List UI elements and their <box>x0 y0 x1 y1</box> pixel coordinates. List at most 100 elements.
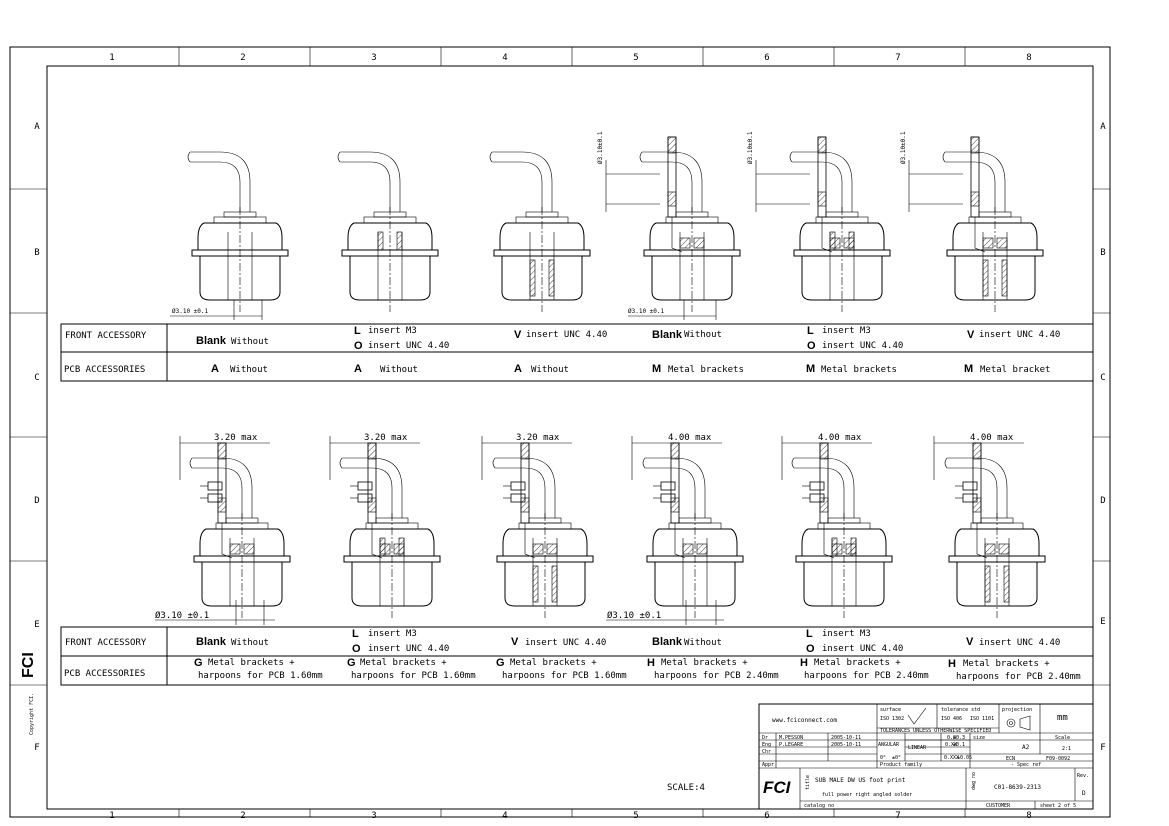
row-label: A <box>34 122 40 132</box>
code: H <box>800 657 808 669</box>
option-text: insert UNC 4.40 <box>979 638 1060 648</box>
tol-1b: ±0.3 <box>953 735 965 741</box>
col-label: 6 <box>764 53 769 63</box>
view-low-3 <box>492 442 594 619</box>
option-text: insert UNC 4.40 <box>822 341 903 351</box>
side-logo: FCI <box>20 652 37 678</box>
code: G <box>496 657 505 669</box>
code: A <box>514 363 522 375</box>
view-top-6 <box>942 136 1044 313</box>
view-top-2 <box>337 151 439 313</box>
angular-value: 0° <box>880 755 886 761</box>
max-dimension: 4.00 max <box>818 433 862 443</box>
projection-label: projection <box>1002 707 1032 713</box>
spec-ref: - Spec ref <box>1011 762 1041 768</box>
dimension-label: Ø3.10 ±0.1 <box>607 610 661 621</box>
tol-2a: 0.XX <box>945 742 957 748</box>
linear-label: LINEAR <box>908 745 927 751</box>
catalog-label: catalog no <box>804 803 834 809</box>
code: L <box>807 325 814 337</box>
title-label: title <box>805 775 811 790</box>
surface-symbol <box>907 707 927 725</box>
dr-name: M.PESSON <box>779 735 803 741</box>
row-label: D <box>1100 496 1105 506</box>
option-text: Without <box>684 638 722 648</box>
option-text: insert UNC 4.40 <box>526 330 607 340</box>
iso-406: ISO 406 <box>941 716 962 722</box>
row-label: B <box>34 248 39 258</box>
code: G <box>347 657 356 669</box>
option-text: insert M3 <box>368 629 417 639</box>
row-label: F <box>1100 743 1105 753</box>
code: G <box>194 657 203 669</box>
copyright-note: Copyright FCI. <box>29 693 35 735</box>
table-2 <box>60 626 1094 686</box>
option-text: Without <box>684 330 722 340</box>
product-family: Product family <box>880 762 922 768</box>
row-label: A <box>1100 122 1106 132</box>
size-label: size <box>973 735 985 741</box>
max-dimension: 3.20 max <box>364 433 408 443</box>
website: www.fciconnect.com <box>772 717 837 724</box>
view-top-3 <box>489 151 591 313</box>
code: M <box>806 363 815 375</box>
code: V <box>966 636 974 648</box>
chr-label: Chr <box>762 749 771 755</box>
col-label: 3 <box>371 811 376 821</box>
top-dimension-lines <box>170 160 963 320</box>
option-text: insert UNC 4.40 <box>822 644 903 654</box>
option-text: insert M3 <box>368 326 417 336</box>
ecn-value: F09-0092 <box>1046 756 1070 762</box>
angular-label: ANGULAR <box>878 742 900 748</box>
angular-tol: ±0° <box>892 755 901 761</box>
row-labels: A B C D E F A B C D E F <box>34 122 1106 753</box>
scale-note: SCALE:4 <box>667 783 705 793</box>
view-low-1 <box>189 442 291 619</box>
code: A <box>354 363 362 375</box>
dimension-label: Ø3.10±0.1 <box>597 131 604 164</box>
row-label: D <box>34 496 39 506</box>
option-text: Metal brackets + <box>360 658 447 668</box>
iso-1101: ISO 1101 <box>970 716 994 722</box>
col-label: 3 <box>371 53 376 63</box>
col-label: 8 <box>1026 811 1031 821</box>
option-text: Metal brackets <box>821 365 897 375</box>
option-text: harpoons for PCB 1.60mm <box>198 671 323 681</box>
code: V <box>514 329 522 341</box>
col-label: 4 <box>502 811 507 821</box>
code: H <box>647 657 655 669</box>
dimension-label: Ø3.10 ±0.1 <box>155 610 209 621</box>
view-low-5 <box>791 442 893 619</box>
code: O <box>806 643 815 655</box>
max-dimension: 4.00 max <box>668 433 712 443</box>
option-text: Without <box>531 365 569 375</box>
title-block <box>758 703 1094 810</box>
pcb-accessories-label: PCB ACCESSORIES <box>64 365 145 375</box>
option-text: insert UNC 4.40 <box>368 341 449 351</box>
scale-label: Scale <box>1055 735 1070 741</box>
option-text: Metal brackets + <box>510 658 597 668</box>
tol-2b: ±0.1 <box>953 742 965 748</box>
ecn-label: ECN <box>1006 756 1015 762</box>
tol-3a: 0.XXX <box>944 755 959 761</box>
sheet-number: sheet 2 of 5 <box>1040 803 1076 809</box>
option-text: Metal bracket <box>980 365 1050 375</box>
option-text: Without <box>230 365 268 375</box>
col-label: 7 <box>895 811 900 821</box>
code: L <box>354 325 361 337</box>
front-accessory-label: FRONT ACCESSORY <box>65 331 147 341</box>
surface-label: surface <box>880 707 901 713</box>
iso-1302: ISO 1302 <box>880 716 904 722</box>
drawing-number: C01-8639-2313 <box>994 784 1041 791</box>
row-label: E <box>1100 617 1105 627</box>
code: Blank <box>652 329 683 341</box>
col-label: 4 <box>502 53 507 63</box>
table-1 <box>60 323 1094 382</box>
front-accessory-label: FRONT ACCESSORY <box>65 638 147 648</box>
code: V <box>511 636 519 648</box>
eng-name: P.LEGARE <box>779 742 803 748</box>
column-labels-top: 1 2 3 4 5 6 7 8 <box>109 53 1031 63</box>
code: O <box>352 643 361 655</box>
code: O <box>354 340 363 352</box>
